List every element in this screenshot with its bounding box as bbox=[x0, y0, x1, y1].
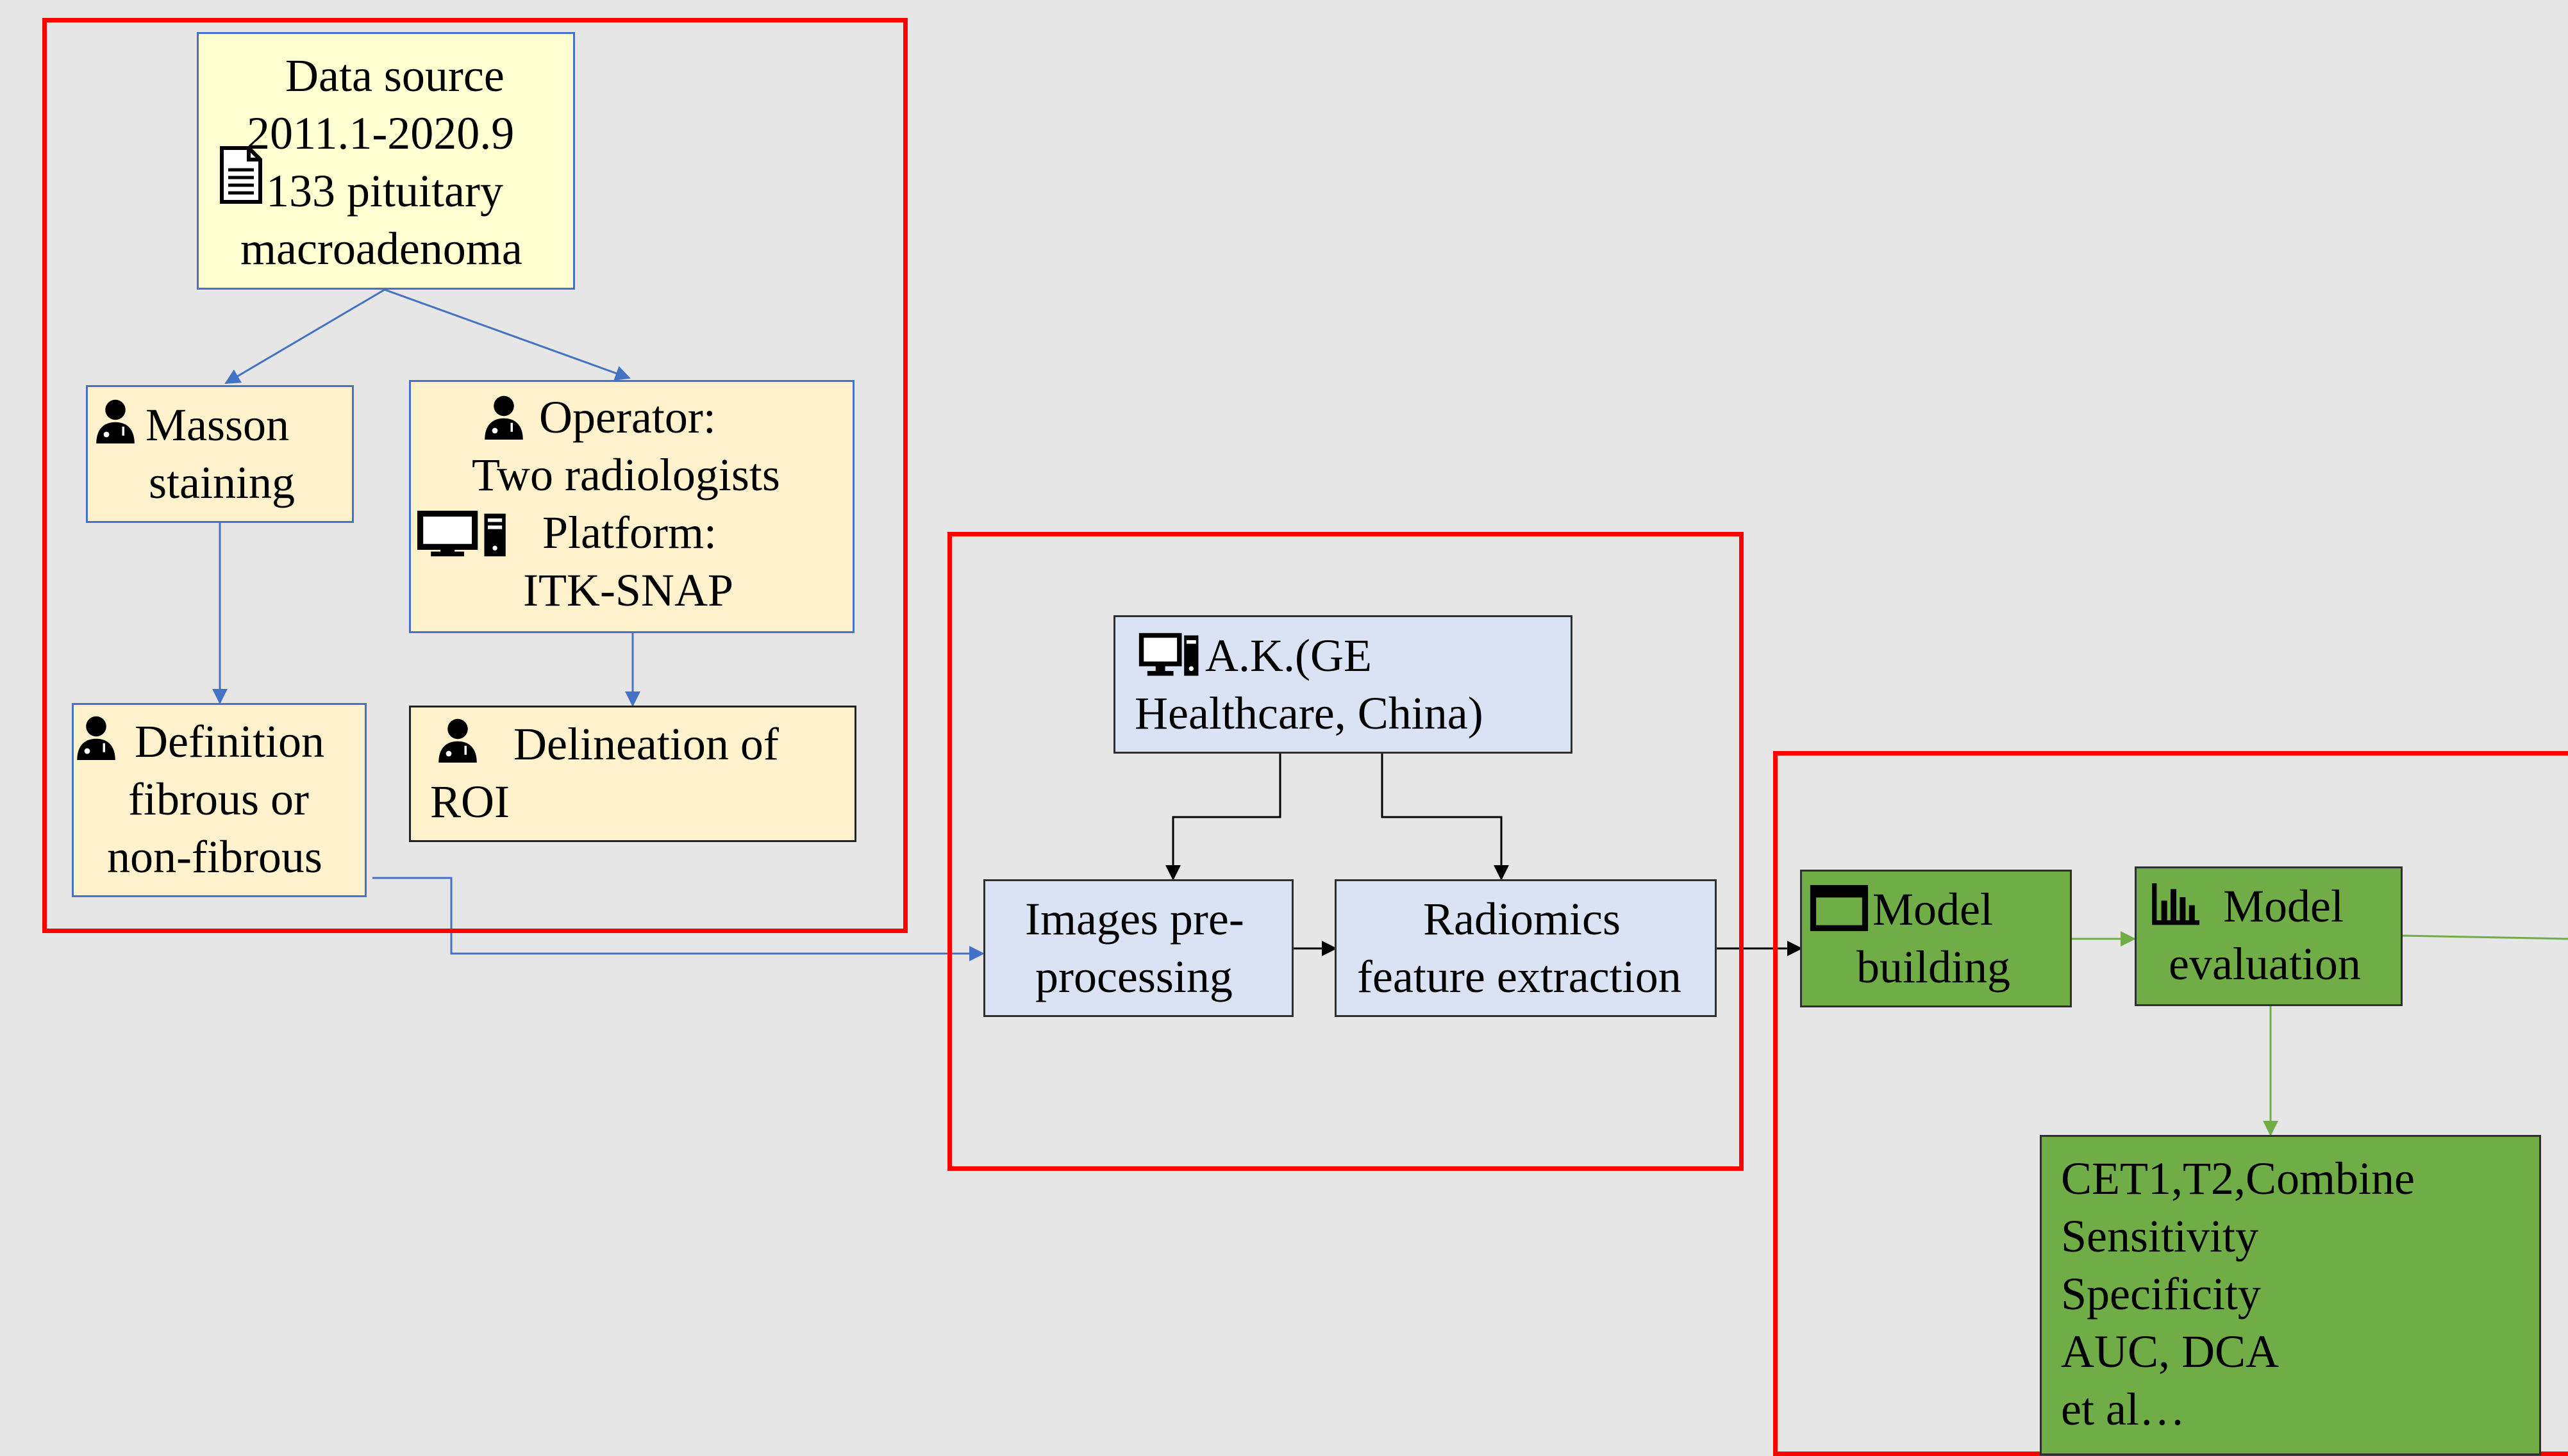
operator-line1: Operator: bbox=[539, 392, 716, 443]
doctor-icon bbox=[96, 399, 135, 443]
metrics-line: CET1,T2,Combine bbox=[2061, 1153, 2415, 1204]
metrics-line: Specificity bbox=[2061, 1268, 2261, 1320]
delineation-line1: Delineation of bbox=[513, 718, 779, 770]
definition-line1: Definition bbox=[135, 716, 324, 767]
operator-line4: ITK-SNAP bbox=[523, 565, 734, 616]
arrow-source-to-operator bbox=[384, 288, 631, 381]
group-feature-extraction bbox=[947, 532, 1744, 1171]
masson-staining-box: Masson staining bbox=[86, 385, 354, 523]
radiomics-line2: feature extraction bbox=[1357, 951, 1681, 1002]
doctor-icon bbox=[77, 716, 115, 760]
model-evaluation-line2: evaluation bbox=[2169, 938, 2361, 989]
connector-evaluation-right bbox=[2402, 934, 2568, 940]
arrow-ak-to-radiomics bbox=[1381, 754, 1509, 881]
model-evaluation-box: Model evaluation bbox=[2135, 866, 2403, 1006]
metrics-box: CET1,T2,Combine Sensitivity Specificity … bbox=[2040, 1135, 2541, 1455]
group-data-acquisition bbox=[42, 18, 908, 933]
window-icon bbox=[1810, 885, 1869, 931]
data-source-period: 2011.1-2020.9 bbox=[247, 108, 515, 159]
doctor-icon bbox=[438, 718, 477, 763]
arrow-source-to-masson bbox=[224, 288, 385, 385]
document-icon bbox=[220, 146, 262, 204]
operator-line3: Platform: bbox=[542, 507, 717, 558]
model-building-line2: building bbox=[1856, 941, 2011, 993]
model-building-box: Model building bbox=[1800, 870, 2072, 1007]
preprocessing-box: Images pre- processing bbox=[983, 879, 1294, 1017]
computer-icon bbox=[417, 510, 506, 557]
delineation-line2: ROI bbox=[430, 776, 510, 827]
definition-box: Definition fibrous or non-fibrous bbox=[72, 703, 367, 897]
operator-line2: Two radiologists bbox=[472, 449, 780, 500]
data-source-box: Data source 2011.1-2020.9 133 pituitary … bbox=[197, 32, 575, 290]
delineation-box: Delineation of ROI bbox=[409, 706, 856, 842]
operator-platform-box: Operator: Two radiologists Platform: ITK… bbox=[409, 380, 855, 633]
masson-line1: Masson bbox=[146, 399, 290, 451]
ak-line1: A.K.(GE bbox=[1205, 630, 1372, 681]
model-building-line1: Model bbox=[1872, 884, 1993, 935]
preprocess-line2: processing bbox=[1035, 951, 1233, 1002]
data-source-type: macroadenoma bbox=[240, 223, 522, 274]
computer-icon bbox=[1138, 633, 1199, 676]
arrow-definition-to-preprocess bbox=[372, 877, 985, 961]
ak-software-box: A.K.(GE Healthcare, China) bbox=[1113, 615, 1572, 754]
arrow-ak-to-preprocess bbox=[1165, 754, 1281, 881]
model-evaluation-line1: Model bbox=[2223, 881, 2344, 932]
metrics-line: et al… bbox=[2061, 1384, 2185, 1435]
radiomics-line1: Radiomics bbox=[1423, 893, 1621, 945]
definition-line3: non-fibrous bbox=[107, 831, 322, 882]
definition-line2: fibrous or bbox=[128, 774, 309, 825]
bar-chart-icon bbox=[2152, 883, 2199, 925]
masson-line2: staining bbox=[149, 457, 295, 508]
metrics-line: Sensitivity bbox=[2061, 1211, 2259, 1262]
preprocess-line1: Images pre- bbox=[1025, 893, 1244, 945]
data-source-count: 133 pituitary bbox=[266, 165, 503, 217]
doctor-icon bbox=[485, 395, 523, 440]
metrics-line: AUC, DCA bbox=[2061, 1326, 2280, 1377]
data-source-title: Data source bbox=[285, 50, 504, 101]
radiomics-box: Radiomics feature extraction bbox=[1335, 879, 1717, 1017]
ak-line2: Healthcare, China) bbox=[1135, 688, 1483, 739]
